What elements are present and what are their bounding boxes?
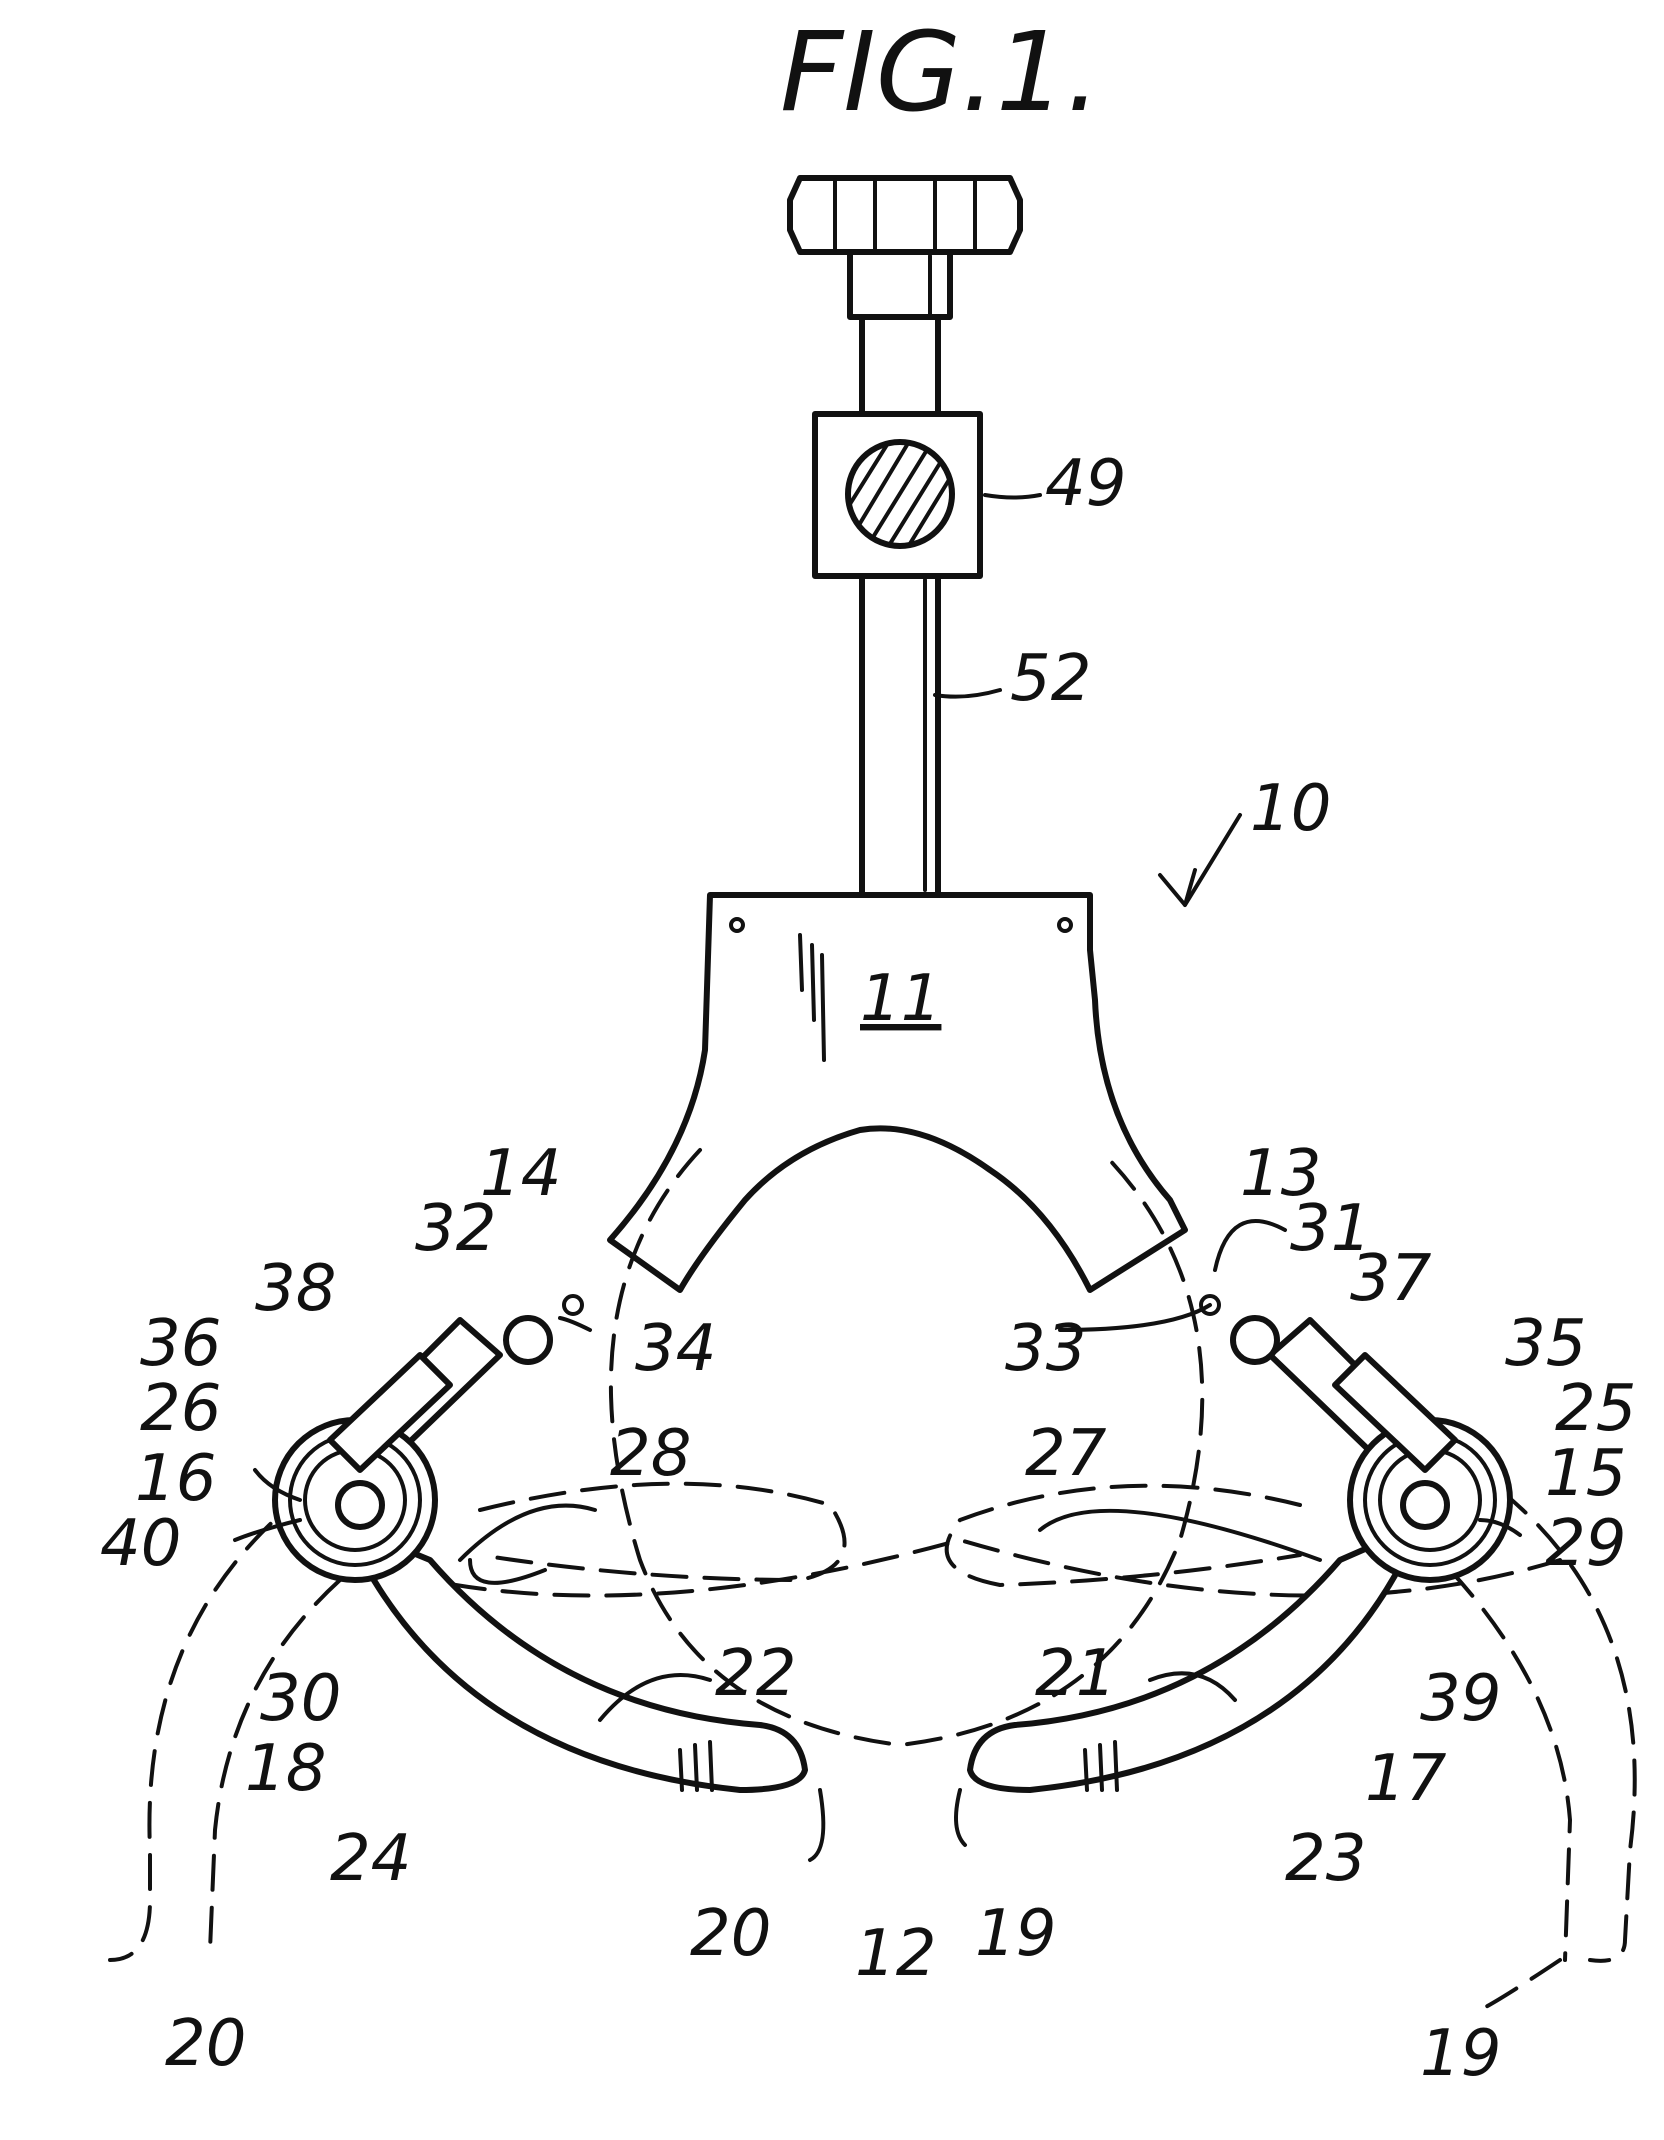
label-23: 23	[1285, 1822, 1366, 1896]
label-27: 27	[1025, 1417, 1107, 1491]
label-28: 28	[610, 1417, 691, 1491]
label-20: 20	[690, 1897, 771, 1971]
label-37: 37	[1350, 1242, 1432, 1316]
label-19: 19	[975, 1897, 1056, 1971]
label-34: 34	[635, 1312, 716, 1386]
label-20-dashed: 20	[165, 2007, 246, 2081]
clamp-block	[815, 414, 980, 576]
label-10: 10	[1250, 772, 1331, 846]
label-15: 15	[1545, 1437, 1626, 1511]
label-29: 29	[1545, 1507, 1626, 1581]
label-36: 36	[140, 1307, 221, 1381]
label-49: 49	[1045, 447, 1126, 521]
label-25: 25	[1555, 1372, 1636, 1446]
label-19-dashed: 19	[1420, 2017, 1501, 2091]
label-40: 40	[100, 1507, 181, 1581]
label-24: 24	[330, 1822, 411, 1896]
label-22: 22	[715, 1637, 796, 1711]
label-32: 32	[415, 1192, 496, 1266]
adjustment-knob	[790, 178, 1020, 317]
figure-title: FIG.1.	[780, 8, 1101, 136]
label-38: 38	[255, 1252, 336, 1326]
label-35: 35	[1505, 1307, 1586, 1381]
label-18: 18	[245, 1732, 326, 1806]
shaft	[862, 317, 938, 895]
label-11: 11	[860, 962, 941, 1036]
label-39: 39	[1420, 1662, 1501, 1736]
label-30: 30	[260, 1662, 341, 1736]
label-52: 52	[1010, 642, 1091, 716]
label-12: 12	[855, 1917, 936, 1991]
left-pivot	[275, 1296, 582, 1580]
label-16: 16	[135, 1442, 216, 1516]
label-33: 33	[1005, 1312, 1086, 1386]
body	[610, 895, 1185, 1290]
label-17: 17	[1365, 1742, 1447, 1816]
label-26: 26	[140, 1372, 221, 1446]
label-21: 21	[1035, 1637, 1116, 1711]
